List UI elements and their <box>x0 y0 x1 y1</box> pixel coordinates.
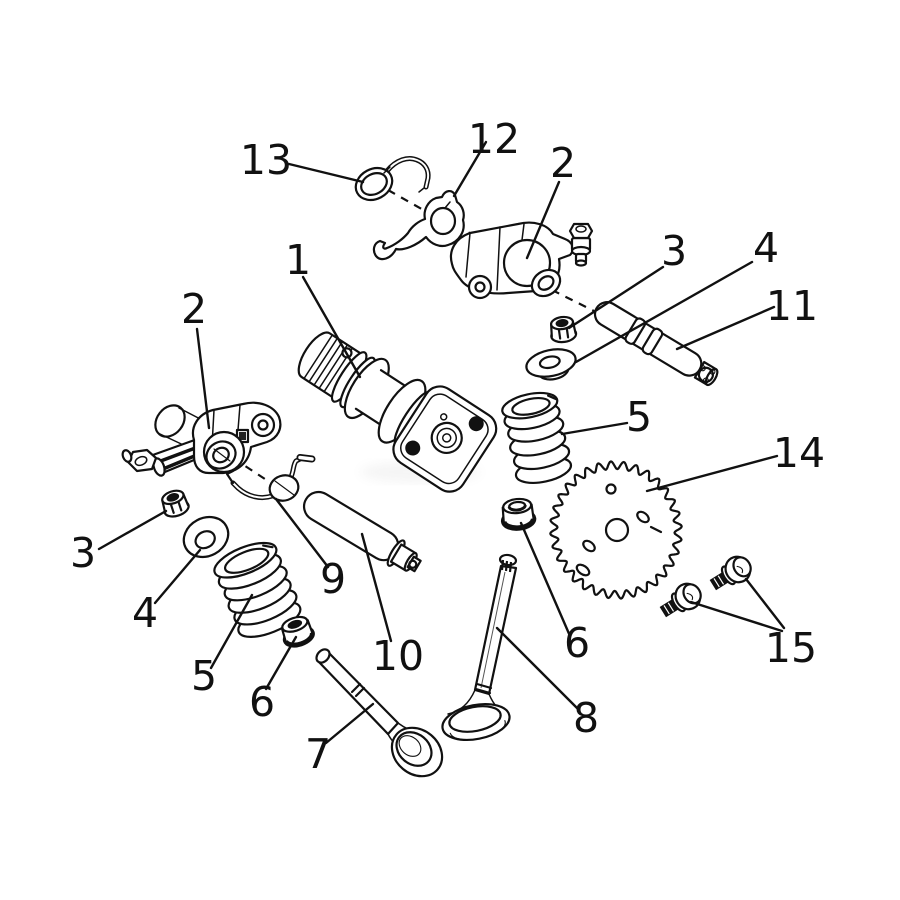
callout-decompression-lever: 12 <box>468 115 520 163</box>
callout-rocker-shaft-long: 11 <box>766 282 818 330</box>
leader-line-spring-clip <box>274 497 330 569</box>
part-exhaust-valve <box>441 553 518 742</box>
tappet-adjuster-lower <box>121 448 166 477</box>
callout-adjuster-lock-nut-upper: 3 <box>661 227 687 275</box>
part-rocker-arm-upper <box>449 221 594 300</box>
part-camshaft <box>297 331 498 493</box>
part-valve-stem-seal-left <box>280 615 315 648</box>
part-spring-retainer-lower <box>182 515 230 559</box>
leader-lines <box>97 140 786 745</box>
callout-cam-sprocket: 14 <box>773 429 825 477</box>
callout-camshaft: 1 <box>285 236 311 284</box>
part-lock-nut-upper <box>550 315 578 344</box>
part-decompression-lever <box>372 190 465 261</box>
part-valve-stem-seal-right <box>500 497 537 531</box>
callout-spring-clip: 9 <box>320 555 346 603</box>
leader-line-decompression-lever <box>452 140 488 198</box>
part-lock-nut-lower <box>161 489 190 518</box>
leader-line-valve-spring-right <box>560 421 629 436</box>
callout-return-spring-clip: 13 <box>240 136 292 184</box>
part-rocker-shaft-short <box>302 490 422 573</box>
part-cam-sprocket <box>549 460 683 600</box>
callout-adjuster-lock-nut-lower: 3 <box>70 529 96 577</box>
assembly-axis-dash-2 <box>551 289 595 312</box>
callout-spring-retainer-upper: 4 <box>753 224 779 272</box>
callout-flange-bolts: 15 <box>765 624 817 672</box>
leader-line-valve-stem-seal-left <box>264 635 298 691</box>
callout-intake-valve: 7 <box>305 730 331 778</box>
leader-line-spring-retainer-lower <box>153 548 202 605</box>
part-flange-bolt-a <box>659 582 702 618</box>
callout-spring-retainer-lower: 4 <box>132 589 158 637</box>
leader-line-spring-retainer-upper <box>574 260 754 364</box>
leader-line-valve-spring-left <box>209 593 254 670</box>
leader-line-flange-bolts-1 <box>744 577 786 630</box>
leader-line-rocker-shaft-long <box>675 305 776 351</box>
callout-valve-spring-left: 5 <box>191 652 217 700</box>
leader-line-rocker-arm-lower <box>195 327 211 430</box>
part-valve-spring-left <box>213 541 302 638</box>
callout-exhaust-valve: 8 <box>573 694 599 742</box>
leader-line-camshaft <box>301 275 362 379</box>
callout-valve-spring-right: 5 <box>626 393 652 441</box>
leader-line-flange-bolts <box>689 600 784 633</box>
callout-rocker-arm-lower: 2 <box>181 285 207 333</box>
leader-line-valve-stem-seal-right <box>519 521 572 638</box>
leader-line-adjuster-lock-nut-upper <box>567 265 665 330</box>
tappet-adjuster-upper <box>568 222 594 267</box>
part-spring-clip <box>225 454 316 502</box>
callout-valve-stem-seal-left: 6 <box>249 678 275 726</box>
callout-valve-stem-seal-right: 6 <box>564 619 590 667</box>
part-rocker-arm-lower <box>121 401 282 477</box>
callout-rocker-arm-upper: 2 <box>550 139 576 187</box>
callout-rocker-shaft-short: 10 <box>372 632 424 680</box>
leader-line-rocker-shaft-short <box>360 532 393 643</box>
leader-line-adjuster-lock-nut-lower <box>97 509 168 551</box>
leader-line-return-spring-clip <box>287 162 365 184</box>
part-intake-valve <box>315 648 444 778</box>
part-valve-spring-right <box>501 391 573 484</box>
part-return-spring-clip <box>354 155 431 202</box>
leader-line-intake-valve <box>324 702 375 745</box>
leader-line-cam-sprocket <box>645 454 779 493</box>
part-spring-retainer-upper <box>525 348 577 381</box>
part-flange-bolt-b <box>709 555 752 591</box>
leader-line-exhaust-valve <box>495 626 580 711</box>
leader-line-rocker-arm-upper <box>525 180 561 260</box>
